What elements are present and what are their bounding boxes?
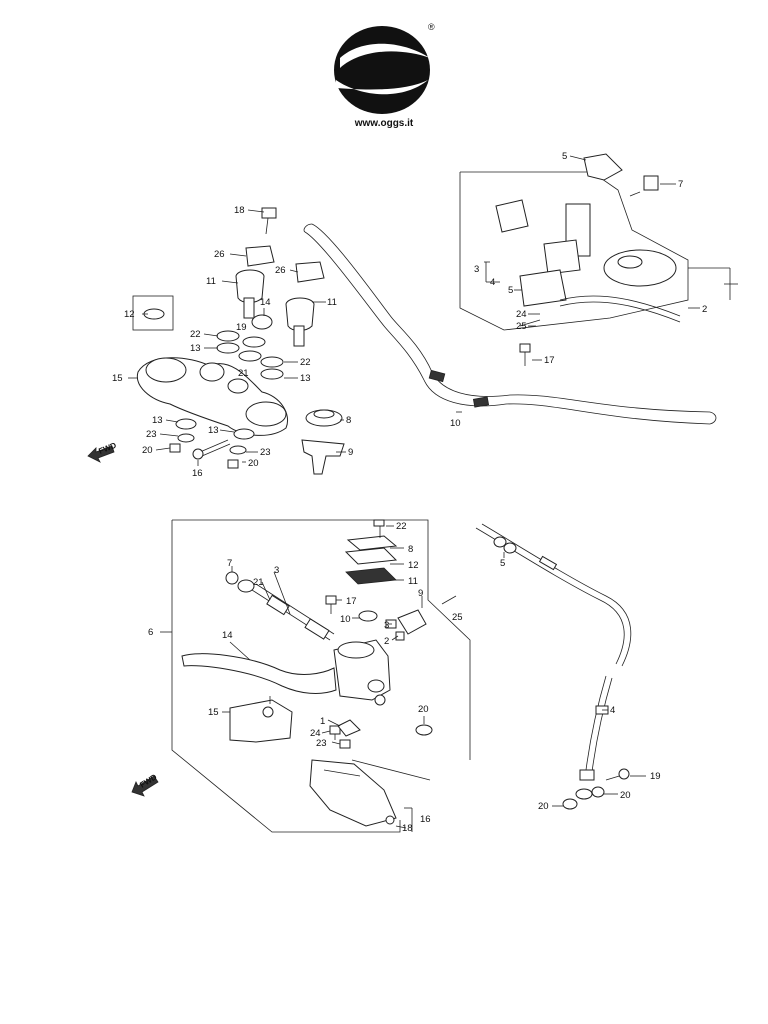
label-top-7: 7 (678, 179, 683, 190)
label-bot-5: 5 (500, 558, 505, 569)
switch-housing (229, 696, 293, 743)
bottom-part-numbers: 22 8 12 11 7 21 3 17 9 6 14 10 3 2 25 15… (148, 521, 661, 834)
label-bot-25: 25 (452, 612, 463, 623)
label-top-20b: 20 (248, 458, 259, 469)
label-top-19: 19 (236, 322, 247, 333)
handlebar-holders (235, 207, 325, 347)
brake-hose (475, 523, 632, 810)
label-bot-3a: 3 (274, 565, 279, 576)
label-bot-7: 7 (227, 558, 232, 569)
label-bot-6: 6 (148, 627, 153, 638)
oggs-logo: ® (334, 22, 435, 114)
label-top-9: 9 (348, 447, 353, 458)
label-top-17: 17 (544, 355, 555, 366)
label-top-2: 2 (702, 304, 707, 315)
label-bot-24: 24 (310, 728, 321, 739)
label-top-15: 15 (112, 373, 123, 384)
bracket (301, 409, 345, 475)
top-part-numbers: 18 26 26 11 11 12 14 19 22 22 13 13 21 1… (112, 151, 707, 479)
label-top-18: 18 (234, 205, 245, 216)
label-top-16: 16 (192, 468, 203, 479)
label-bot-20b: 20 (538, 801, 549, 812)
label-top-22a: 22 (190, 329, 201, 340)
label-bot-12: 12 (408, 560, 419, 571)
master-cylinder-body (333, 609, 427, 706)
label-top-21: 21 (238, 368, 249, 379)
label-bot-11: 11 (408, 576, 418, 587)
label-top-12: 12 (124, 309, 135, 320)
reservoir-cap-parts (344, 519, 398, 585)
label-top-23b: 23 (260, 447, 271, 458)
label-top-14: 14 (260, 297, 271, 308)
website-url: www.oggs.it (354, 118, 414, 129)
label-top-13a: 13 (190, 343, 201, 354)
fwd-arrow-bottom: FWD (131, 772, 159, 797)
label-bot-4: 4 (610, 705, 615, 716)
label-top-26b: 26 (275, 265, 286, 276)
label-bot-23: 23 (316, 738, 327, 749)
fwd-arrow-top: FWD (87, 441, 118, 463)
label-top-22b: 22 (300, 357, 311, 368)
label-bot-21: 21 (253, 577, 264, 588)
bolt (192, 439, 231, 460)
screw (519, 343, 531, 366)
label-bot-8: 8 (408, 544, 413, 555)
label-top-13d: 13 (208, 425, 219, 436)
registered-mark: ® (428, 22, 435, 32)
label-top-5b: 5 (508, 285, 513, 296)
label-bot-22: 22 (396, 521, 407, 532)
label-bot-10: 10 (340, 614, 351, 625)
top-bridge (136, 357, 288, 436)
label-bot-17: 17 (346, 596, 357, 607)
label-top-3: 3 (474, 264, 479, 275)
washers (132, 295, 284, 469)
label-bot-16: 16 (420, 814, 431, 825)
label-top-5a: 5 (562, 151, 567, 162)
ignition-switch-assembly (459, 153, 689, 331)
handlebar (303, 223, 717, 425)
brake-lever (181, 653, 337, 694)
label-bot-2: 2 (384, 636, 389, 647)
hand-guard (309, 759, 397, 827)
label-bot-14: 14 (222, 630, 233, 641)
label-top-25: 25 (516, 321, 527, 332)
label-bot-18: 18 (402, 823, 413, 834)
label-bot-3b: 3 (384, 620, 389, 631)
label-top-24: 24 (516, 309, 527, 320)
piston-set (225, 571, 335, 641)
label-bot-9: 9 (418, 588, 423, 599)
label-top-20a: 20 (142, 445, 153, 456)
master-cylinder-box (171, 519, 471, 833)
top-leader-lines (128, 155, 738, 466)
label-bot-19: 19 (650, 771, 661, 782)
label-top-13c: 13 (152, 415, 163, 426)
label-top-13b: 13 (300, 373, 311, 384)
label-bot-20c: 20 (620, 790, 631, 801)
label-top-26a: 26 (214, 249, 225, 260)
label-top-8: 8 (346, 415, 351, 426)
label-top-10: 10 (450, 418, 461, 429)
label-top-11b: 11 (327, 297, 337, 308)
label-top-11a: 11 (206, 276, 216, 287)
bottom-leader-lines (160, 525, 646, 832)
label-top-23a: 23 (146, 429, 157, 440)
label-bot-20a: 20 (418, 704, 429, 715)
label-bot-15: 15 (208, 707, 219, 718)
label-top-4: 4 (490, 277, 495, 288)
label-bot-1: 1 (320, 716, 325, 727)
